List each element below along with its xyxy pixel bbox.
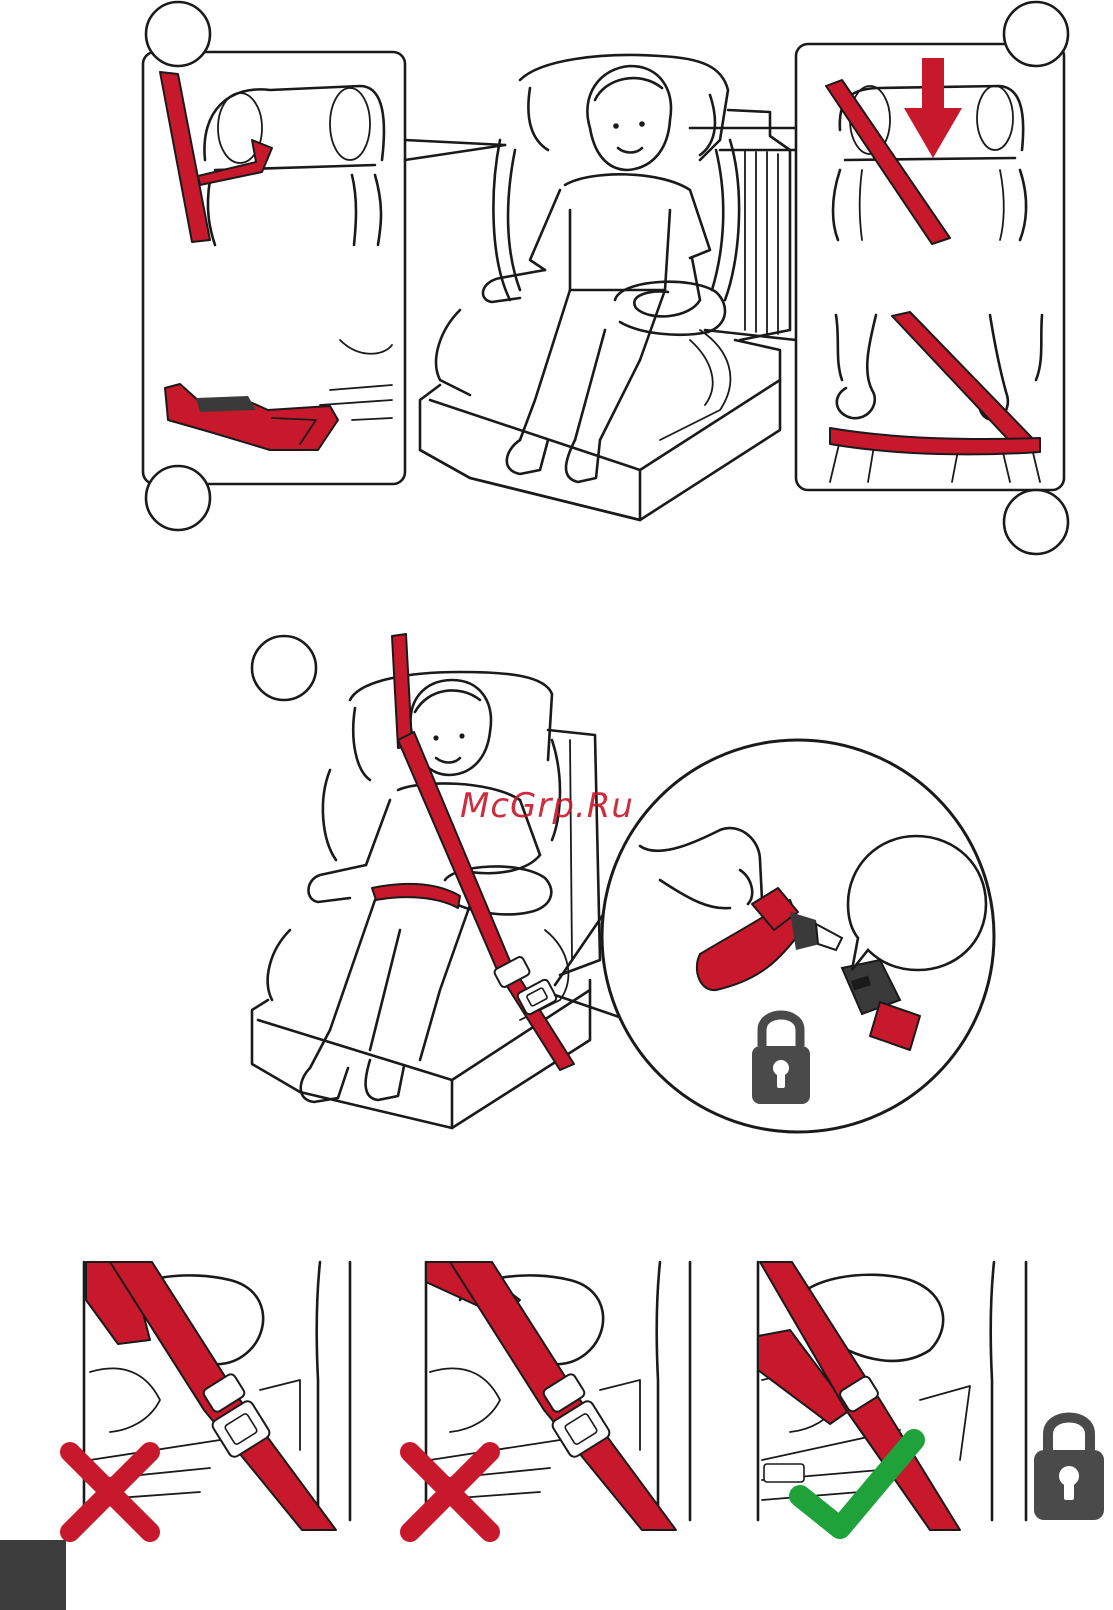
wrong-x-icon	[70, 1452, 150, 1532]
step-buckle-illustration	[252, 634, 994, 1132]
watermark-text: McGrp.Ru	[460, 786, 634, 826]
child-seat-illustration-top	[420, 55, 790, 520]
detail-panel-headrest-guide	[143, 52, 405, 484]
comparison-correct	[758, 1262, 1104, 1530]
step-marker-3	[146, 466, 210, 530]
step-marker-1	[146, 2, 210, 66]
step-marker-4	[1004, 490, 1068, 554]
step-upper-illustration	[143, 2, 1068, 554]
step-marker-2	[1004, 2, 1068, 66]
lock-icon	[1034, 1418, 1104, 1521]
page-tab-marker	[0, 1540, 66, 1610]
step-marker-5	[252, 636, 316, 700]
detail-panel-shoulder-guide	[796, 44, 1064, 490]
comparison-wrong-2	[410, 1262, 690, 1532]
comparison-wrong-1	[70, 1262, 350, 1532]
wrong-x-icon	[410, 1452, 490, 1532]
